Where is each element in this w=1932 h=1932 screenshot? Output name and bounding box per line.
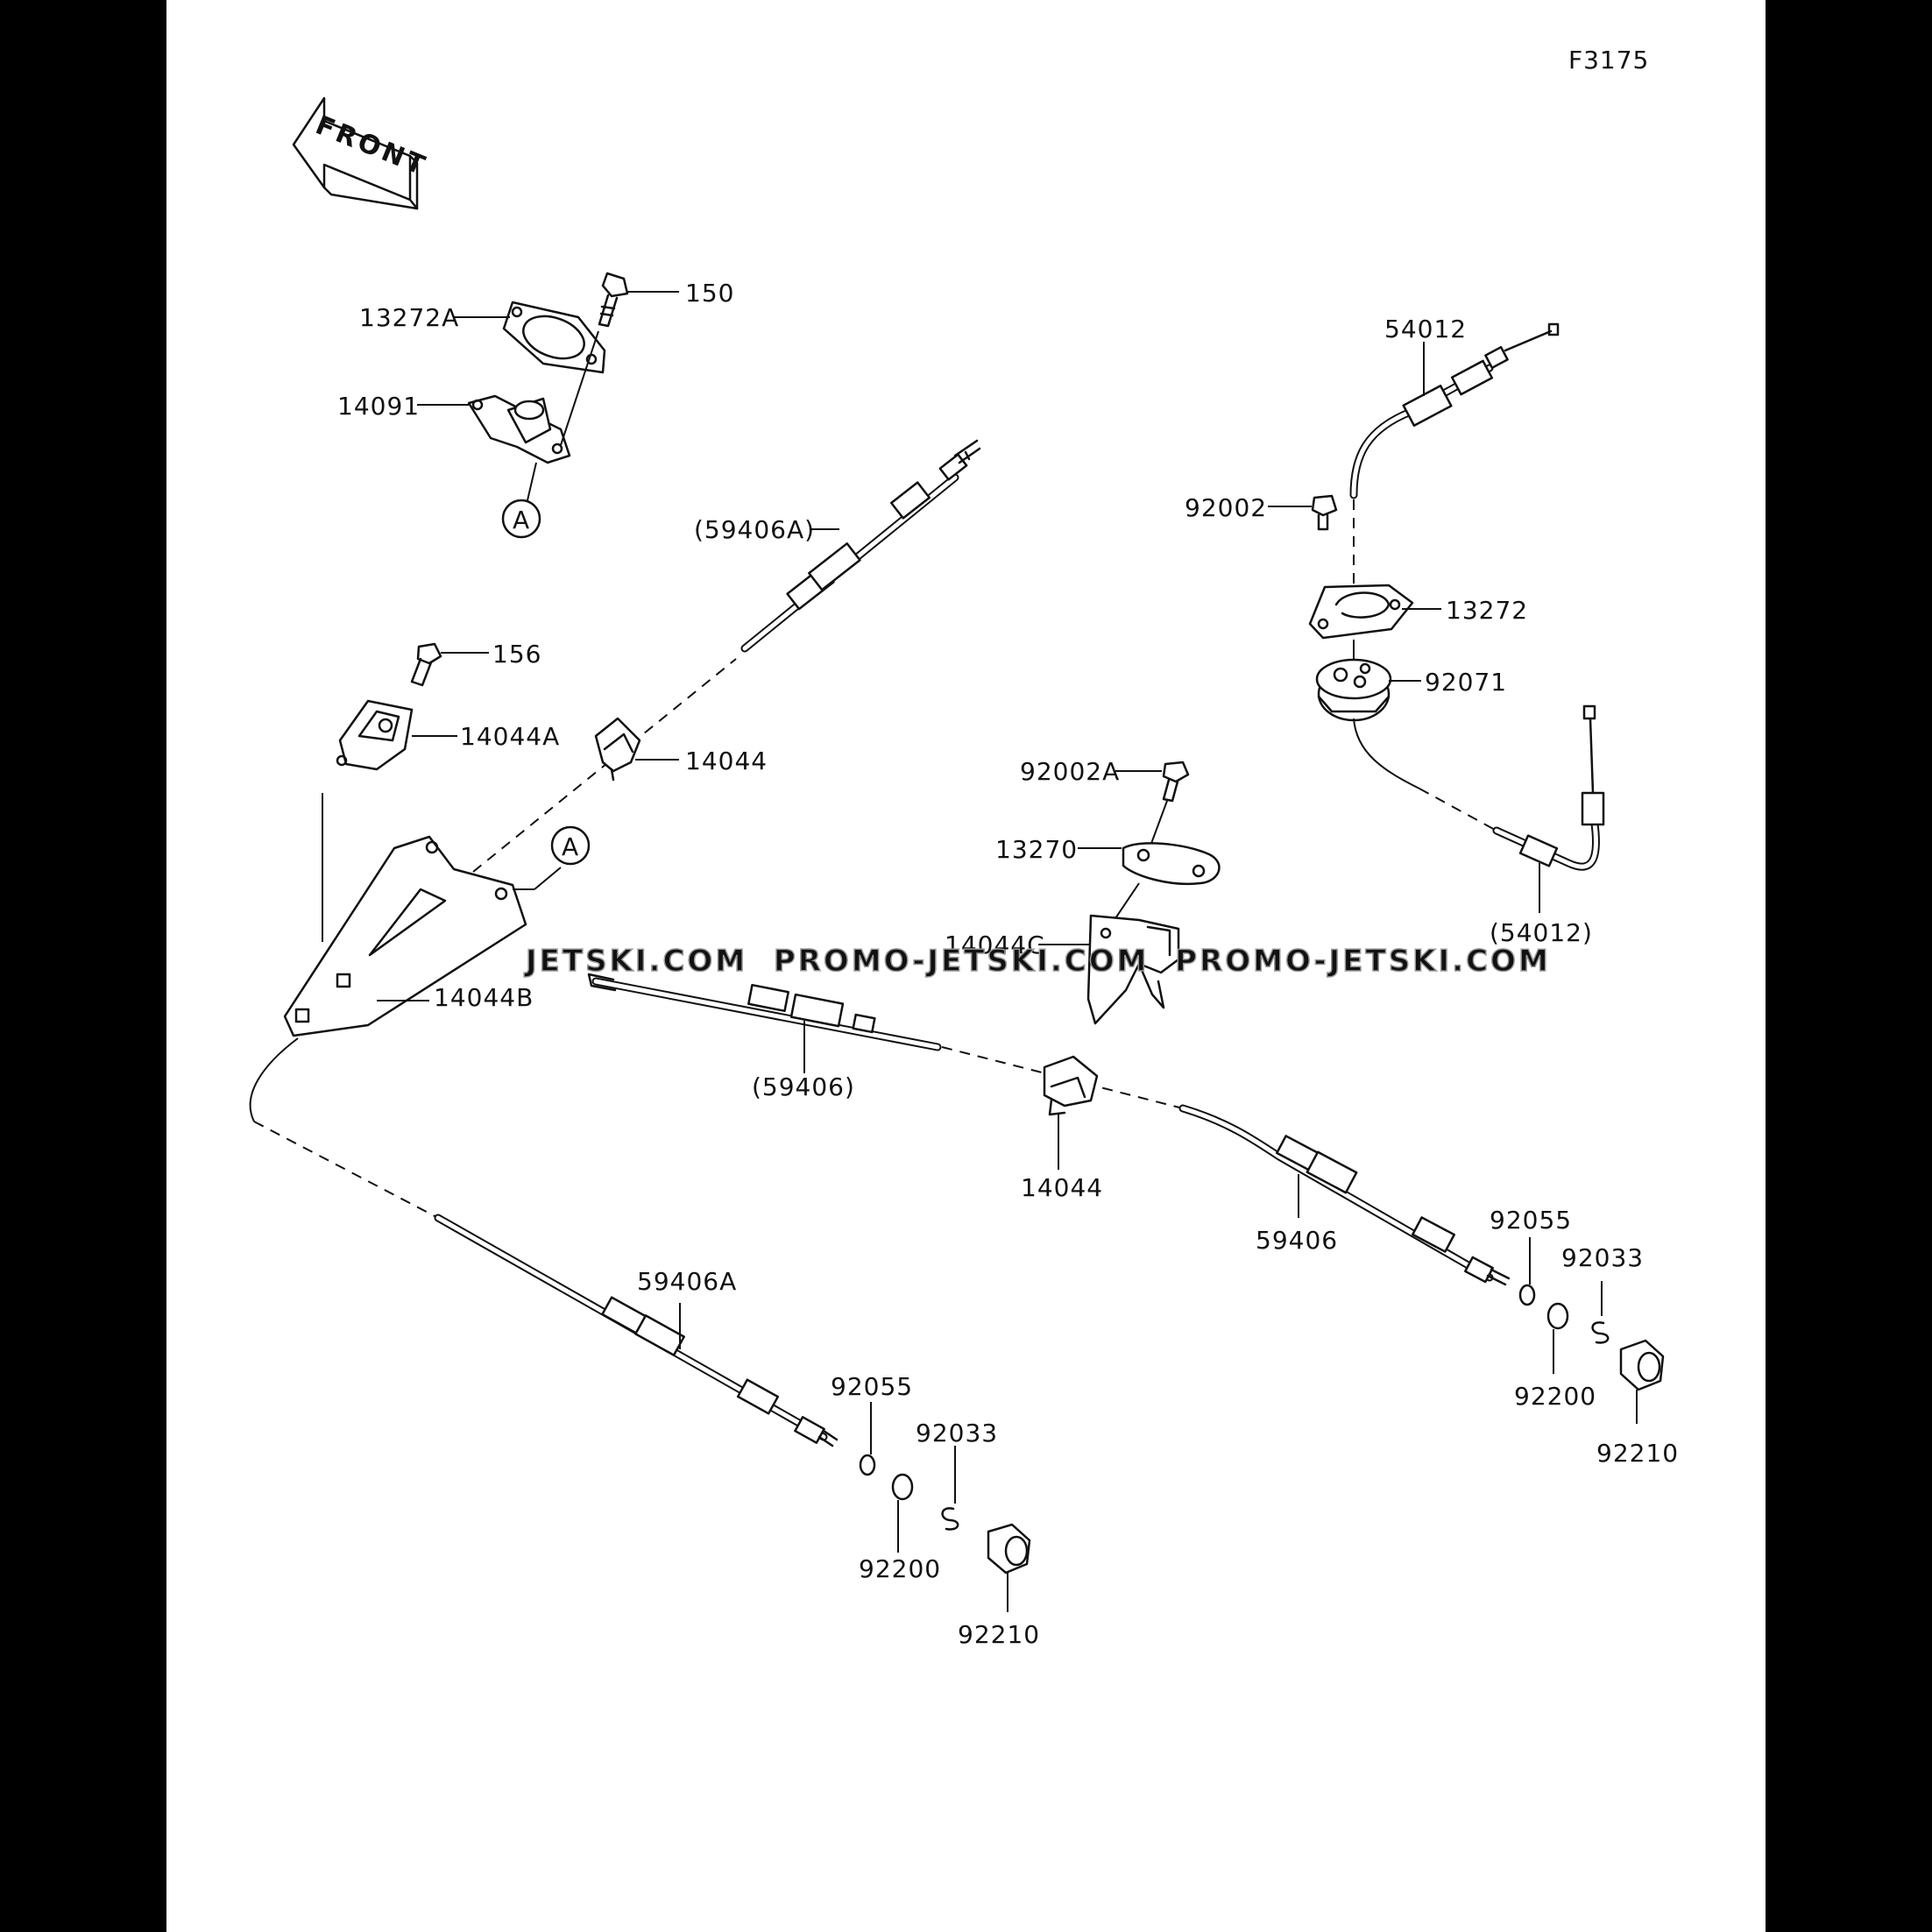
label-59406: 59406 — [1256, 1226, 1338, 1255]
nut-92210-left — [987, 1523, 1031, 1575]
svg-text:A: A — [513, 506, 530, 534]
grommet-92071 — [1315, 658, 1392, 722]
bracket-14044A — [336, 699, 414, 771]
bolt-156 — [410, 642, 442, 687]
plate-13272 — [1308, 584, 1414, 640]
watermark: JETSKI.COM PROMO-JETSKI.COM PROMO-JETSKI… — [524, 944, 1551, 979]
label-13272: 13272 — [1446, 596, 1528, 625]
clip-92033-right — [1591, 1321, 1610, 1344]
gasket-13272A — [502, 301, 606, 374]
cable-54012-top — [1349, 322, 1560, 499]
label-92200-left: 92200 — [859, 1554, 941, 1583]
o-ring-92055-right — [1518, 1284, 1536, 1306]
label-14044-middle: 14044 — [1021, 1173, 1103, 1202]
label-59406A-ref: (59406A) — [694, 515, 815, 544]
svg-text:A: A — [562, 832, 579, 861]
washer-92200-right — [1546, 1302, 1569, 1330]
nut-92210-right — [1619, 1339, 1665, 1391]
label-13270: 13270 — [995, 835, 1078, 864]
clip-14044-top — [594, 717, 641, 782]
ref-marker-a-bracket: A — [550, 825, 591, 866]
label-92071: 92071 — [1425, 668, 1507, 697]
cable-59406-right — [1178, 1104, 1511, 1286]
o-ring-92055-left — [859, 1454, 876, 1476]
figure-code: F3175 — [1568, 46, 1649, 74]
ref-marker-a-top: A — [501, 499, 541, 539]
bracket-14044C — [1086, 914, 1180, 1025]
bolt-150 — [598, 272, 629, 328]
label-59406A: 59406A — [637, 1267, 737, 1296]
cable-59406A-upper — [740, 439, 981, 653]
label-92055-left: 92055 — [831, 1372, 913, 1401]
label-92002A: 92002A — [1020, 757, 1120, 786]
label-156: 156 — [492, 640, 541, 669]
label-92210-left: 92210 — [958, 1620, 1040, 1649]
clip-14044-middle — [1043, 1055, 1099, 1116]
label-54012-ref: (54012) — [1490, 918, 1593, 947]
label-92055-right: 92055 — [1490, 1206, 1572, 1235]
label-92033-left: 92033 — [916, 1419, 998, 1447]
bracket-14044B — [283, 835, 527, 1037]
label-54012: 54012 — [1384, 315, 1467, 343]
label-14044C: 14044C — [945, 931, 1045, 959]
cable-54012-bottom — [1492, 704, 1605, 871]
clip-92033-left — [941, 1507, 959, 1531]
label-92033-right: 92033 — [1561, 1243, 1644, 1272]
label-92210-right: 92210 — [1596, 1439, 1679, 1468]
label-14044-top: 14044 — [685, 747, 768, 775]
label-14091: 14091 — [337, 392, 420, 421]
bolt-92002A — [1162, 761, 1190, 803]
fitting-14091 — [467, 394, 571, 464]
label-14044A: 14044A — [460, 722, 560, 751]
cable-59406-middle — [587, 973, 942, 1051]
label-13272A: 13272A — [359, 303, 459, 332]
label-59406-ref: (59406) — [752, 1072, 855, 1101]
gasket-13270 — [1122, 842, 1221, 885]
label-92200-right: 92200 — [1514, 1382, 1596, 1411]
label-92002: 92002 — [1185, 493, 1267, 522]
label-14044B: 14044B — [434, 983, 534, 1012]
cable-59406A-lower — [434, 1214, 839, 1447]
bolt-92002 — [1311, 494, 1338, 531]
front-arrow-icon: FRONT — [292, 96, 432, 210]
washer-92200-left — [891, 1473, 914, 1501]
label-150: 150 — [685, 279, 734, 308]
